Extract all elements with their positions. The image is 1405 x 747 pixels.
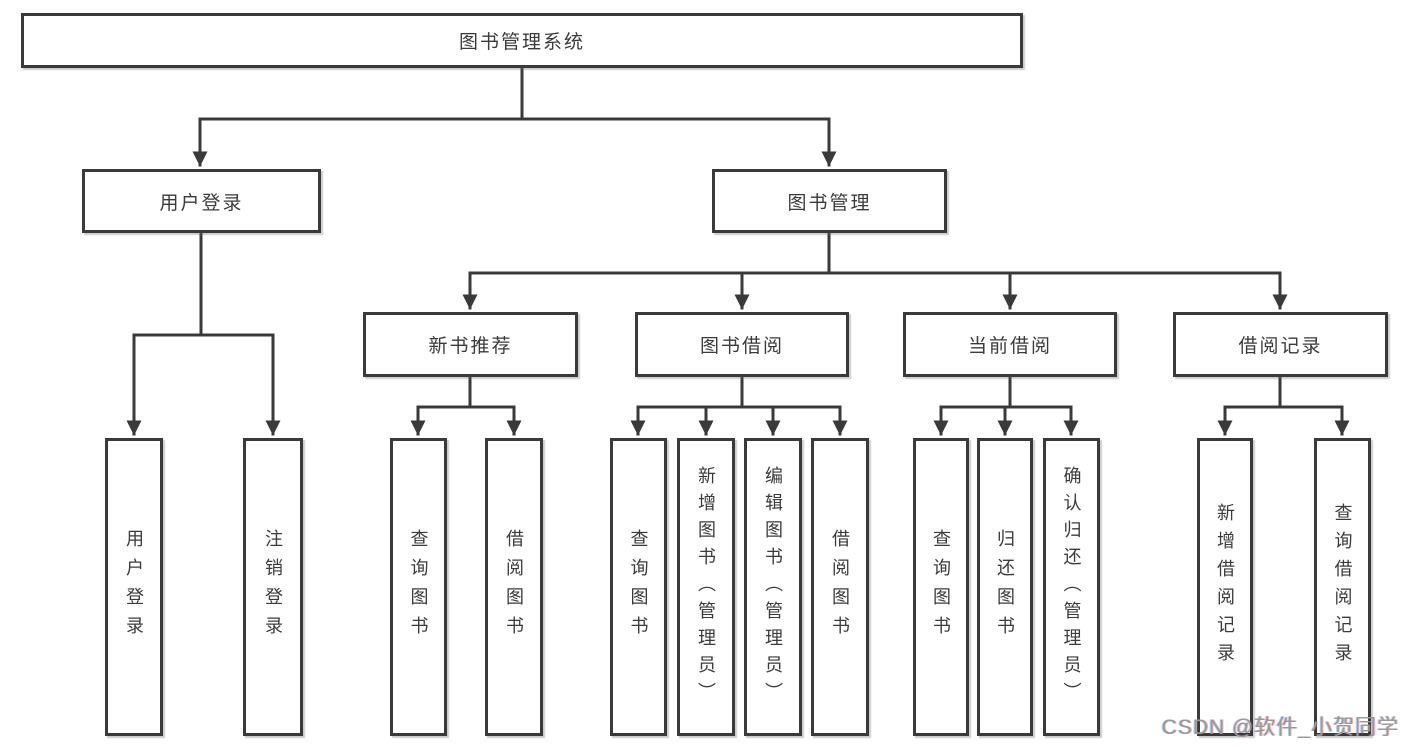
leaf-label: 编辑图书（管理员） [763, 465, 783, 709]
node-new-book-recommend: 新书推荐 [363, 312, 578, 377]
leaf-label: 注销登录 [263, 529, 283, 645]
leaf-label: 查询图书 [628, 529, 649, 645]
node-root-system: 图书管理系统 [21, 13, 1023, 68]
leaf-label: 归还图书 [995, 529, 1015, 645]
leaf-query-books-current: 查询图书 [913, 438, 969, 736]
leaf-label: 确认归还（管理员） [1061, 465, 1082, 709]
leaf-edit-books-admin: 编辑图书（管理员） [744, 438, 802, 736]
leaf-borrow-books-borrowing: 借阅图书 [811, 438, 869, 736]
node-book-borrowing: 图书借阅 [635, 312, 849, 377]
node-borrow-records: 借阅记录 [1173, 312, 1388, 377]
node-label: 图书管理系统 [458, 32, 585, 53]
leaf-return-books: 归还图书 [977, 438, 1033, 736]
leaf-label: 新增图书（管理员） [696, 465, 716, 709]
leaf-user-login: 用户登录 [105, 438, 163, 736]
leaf-label: 查询图书 [931, 529, 951, 645]
leaf-query-borrow-record: 查询借阅记录 [1314, 438, 1371, 736]
leaf-query-books-newbooks: 查询图书 [390, 438, 447, 736]
node-label: 用户登录 [159, 192, 244, 214]
node-label: 新书推荐 [428, 336, 513, 357]
leaf-label: 查询借阅记录 [1332, 503, 1353, 671]
node-label: 当前借阅 [967, 336, 1052, 357]
leaf-borrow-books-newbooks: 借阅图书 [485, 438, 543, 736]
leaf-logout: 注销登录 [243, 438, 303, 736]
leaf-confirm-return-admin: 确认归还（管理员） [1043, 438, 1100, 736]
leaf-label: 借阅图书 [504, 529, 524, 645]
csdn-watermark: CSDN @软件_小贺同学 [1161, 716, 1399, 739]
leaf-label: 查询图书 [408, 529, 429, 645]
node-book-management: 图书管理 [712, 169, 947, 233]
leaf-add-borrow-record: 新增借阅记录 [1197, 438, 1253, 736]
node-label: 借阅记录 [1238, 336, 1323, 357]
node-label: 图书管理 [787, 192, 872, 214]
node-label: 图书借阅 [699, 336, 784, 357]
leaf-query-books-borrowing: 查询图书 [610, 438, 667, 736]
leaf-label: 新增借阅记录 [1215, 503, 1235, 671]
node-user-login: 用户登录 [82, 169, 321, 233]
leaf-label: 用户登录 [124, 529, 144, 645]
leaf-label: 借阅图书 [830, 529, 850, 645]
leaf-add-books-admin: 新增图书（管理员） [677, 438, 735, 736]
node-current-borrowing: 当前借阅 [903, 312, 1117, 377]
